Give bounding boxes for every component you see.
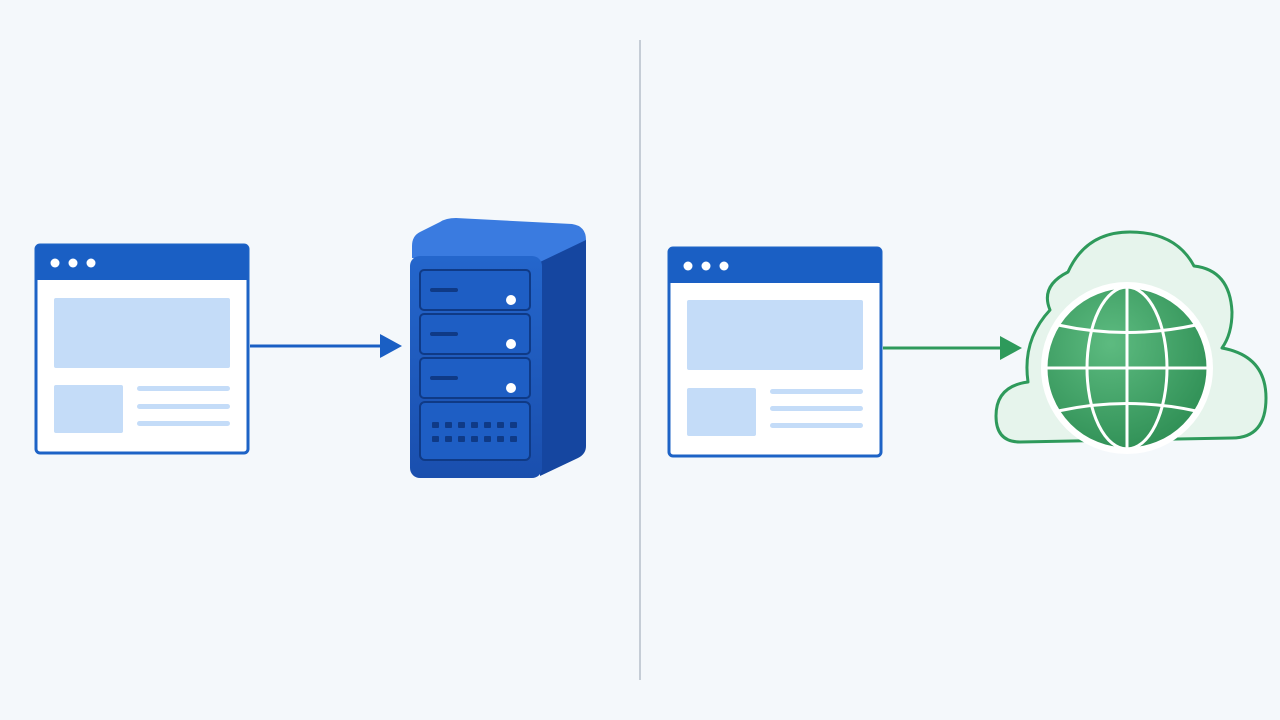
window-dot-icon	[719, 261, 729, 271]
content-line	[137, 404, 230, 409]
left-browser-window-icon	[34, 243, 250, 455]
content-line	[137, 386, 230, 391]
content-line	[137, 421, 230, 426]
window-dot-icon	[683, 261, 693, 271]
content-thumbnail	[54, 385, 123, 433]
content-line	[770, 389, 863, 394]
content-block	[54, 298, 230, 368]
window-dot-icon	[701, 261, 711, 271]
window-dot-icon	[68, 258, 78, 268]
server-led-icon	[506, 383, 516, 393]
left-arrow	[250, 334, 402, 358]
server-drive-bay	[419, 313, 531, 355]
content-line	[770, 406, 863, 411]
globe-icon	[1041, 282, 1213, 454]
server-drive-bay	[419, 269, 531, 311]
right-arrow	[883, 336, 1022, 360]
window-dot-icon	[50, 258, 60, 268]
server-vent-panel	[419, 401, 531, 461]
right-browser-window-icon	[667, 246, 883, 458]
window-dot-icon	[86, 258, 96, 268]
content-thumbnail	[687, 388, 756, 436]
content-line	[770, 423, 863, 428]
content-block	[687, 300, 863, 370]
server-icon	[410, 218, 586, 478]
server-drive-bay	[419, 357, 531, 399]
server-led-icon	[506, 295, 516, 305]
server-led-icon	[506, 339, 516, 349]
